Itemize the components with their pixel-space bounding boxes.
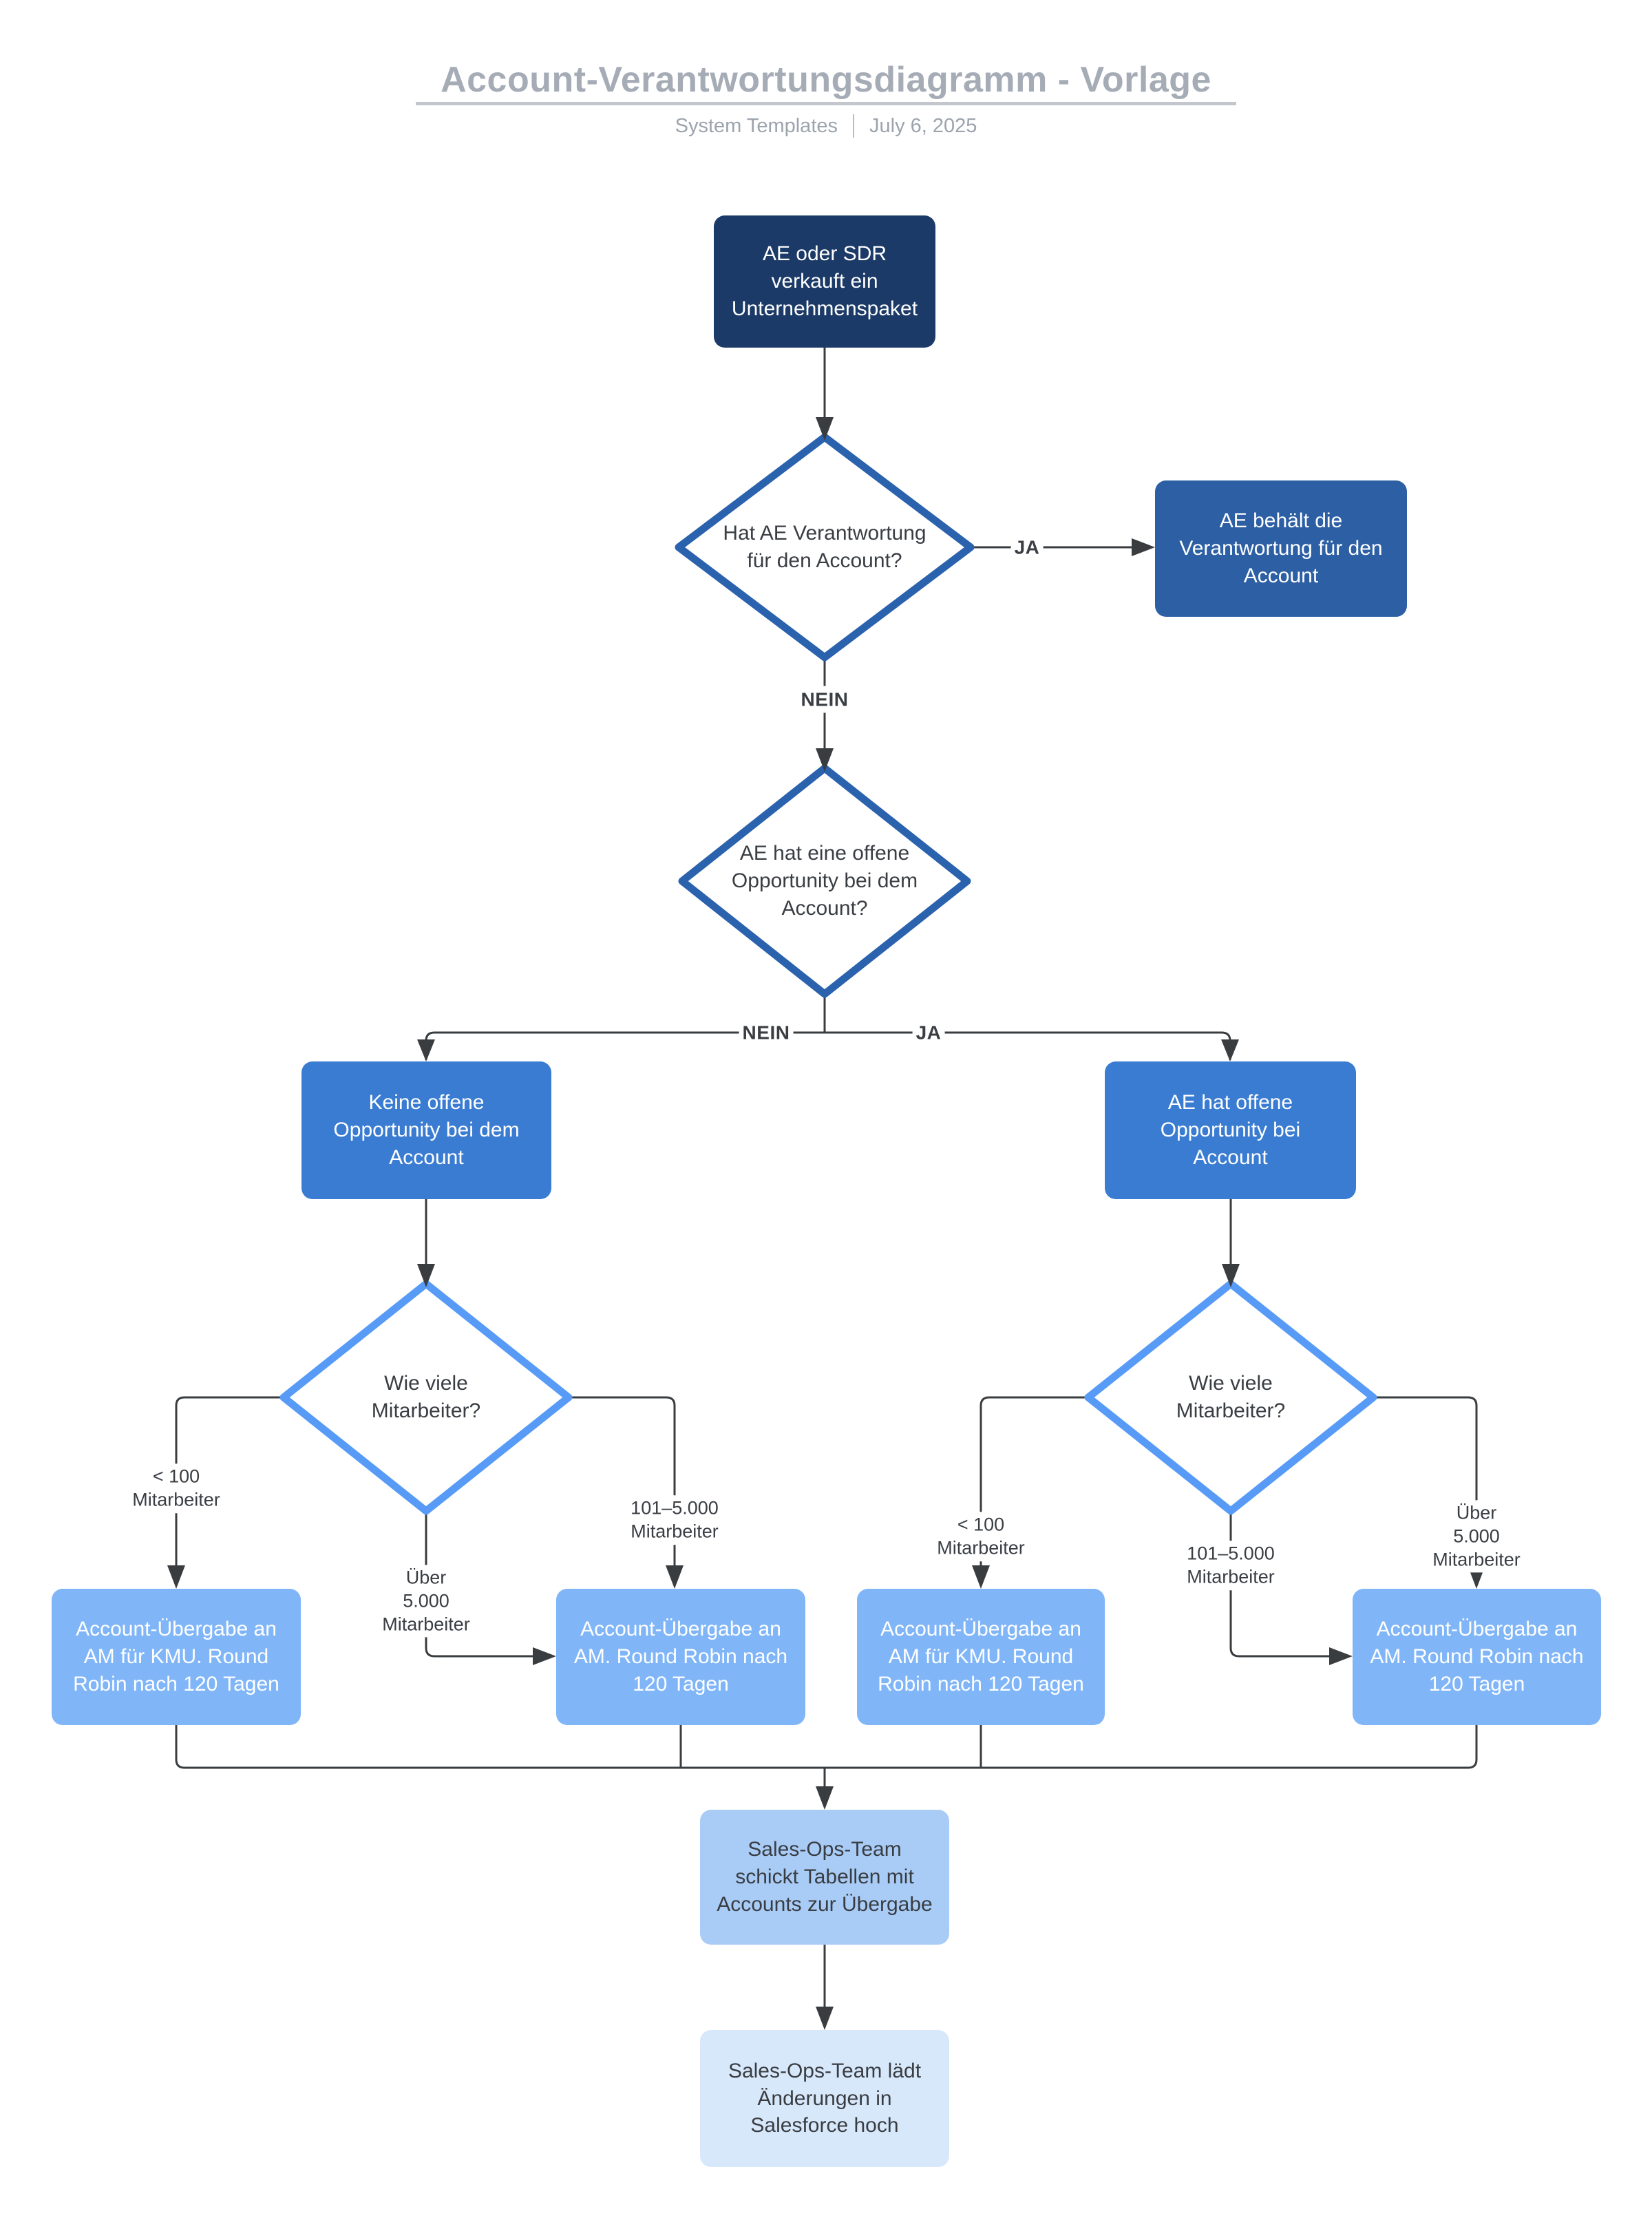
edge-label-ja-split: JA <box>912 1019 945 1046</box>
edge-label-over5000-right: Über 5.000 Mitarbeiter <box>1427 1500 1526 1573</box>
handover-am-left-node: Account-Übergabe an AM. Round Robin nach… <box>556 1589 805 1725</box>
page-title: Account-Verantwortungsdiagramm - Vorlage <box>441 60 1211 100</box>
subtitle-source: System Templates <box>675 114 838 137</box>
edge-label-mid-left: 101–5.000 Mitarbeiter <box>625 1495 724 1545</box>
decision-employees-left-shape <box>279 1280 573 1515</box>
arrowheads <box>167 417 1485 2030</box>
decision-employees-left-label: Wie viele Mitarbeiter? <box>371 1372 481 1422</box>
edge-label-over5000-left: Über 5.000 Mitarbeiter <box>377 1565 476 1638</box>
decision-open-opportunity-shape <box>678 764 971 998</box>
edge-label-ja-top: JA <box>1010 533 1044 561</box>
sales-ops-sheets-node: Sales-Ops-Team schickt Tabellen mit Acco… <box>700 1810 949 1945</box>
decision-employees-right-label: Wie viele Mitarbeiter? <box>1176 1372 1286 1422</box>
edge-label-nein-split: NEIN <box>739 1019 794 1046</box>
edge-label-lt100-right: < 100 Mitarbeiter <box>931 1512 1030 1561</box>
sales-ops-upload-node: Sales-Ops-Team lädt Änderungen in Salesf… <box>700 2030 949 2167</box>
connector-lines <box>175 348 1478 2011</box>
decision-has-responsibility-shape <box>675 433 975 662</box>
start-node: AE oder SDR verkauft ein Unternehmenspak… <box>714 215 935 348</box>
no-open-opportunity-node: Keine offene Opportunity bei dem Account <box>301 1061 551 1199</box>
decision-employees-right-shape <box>1084 1280 1377 1515</box>
handover-kmu-right-node: Account-Übergabe an AM für KMU. Round Ro… <box>857 1589 1105 1725</box>
decision-has-responsibility-label: Hat AE Verantwortung für den Account? <box>723 522 926 572</box>
handover-am-right-node: Account-Übergabe an AM. Round Robin nach… <box>1353 1589 1601 1725</box>
title-underline <box>416 102 1236 105</box>
subtitle-date: July 6, 2025 <box>869 114 977 137</box>
has-open-opportunity-node: AE hat offene Opportunity bei Account <box>1105 1061 1356 1199</box>
handover-kmu-left-node: Account-Übergabe an AM für KMU. Round Ro… <box>52 1589 301 1725</box>
decision-diamonds <box>279 433 1377 1515</box>
edge-label-nein-top: NEIN <box>797 686 852 713</box>
page-subtitle: System Templates July 6, 2025 <box>0 114 1652 138</box>
edge-label-lt100-left: < 100 Mitarbeiter <box>127 1463 226 1513</box>
decision-open-opportunity-label: AE hat eine offene Opportunity bei dem A… <box>731 842 918 920</box>
keep-responsibility-node: AE behält die Verantwortung für den Acco… <box>1155 480 1407 617</box>
subtitle-divider <box>853 114 854 138</box>
edge-label-mid-right: 101–5.000 Mitarbeiter <box>1181 1541 1280 1590</box>
